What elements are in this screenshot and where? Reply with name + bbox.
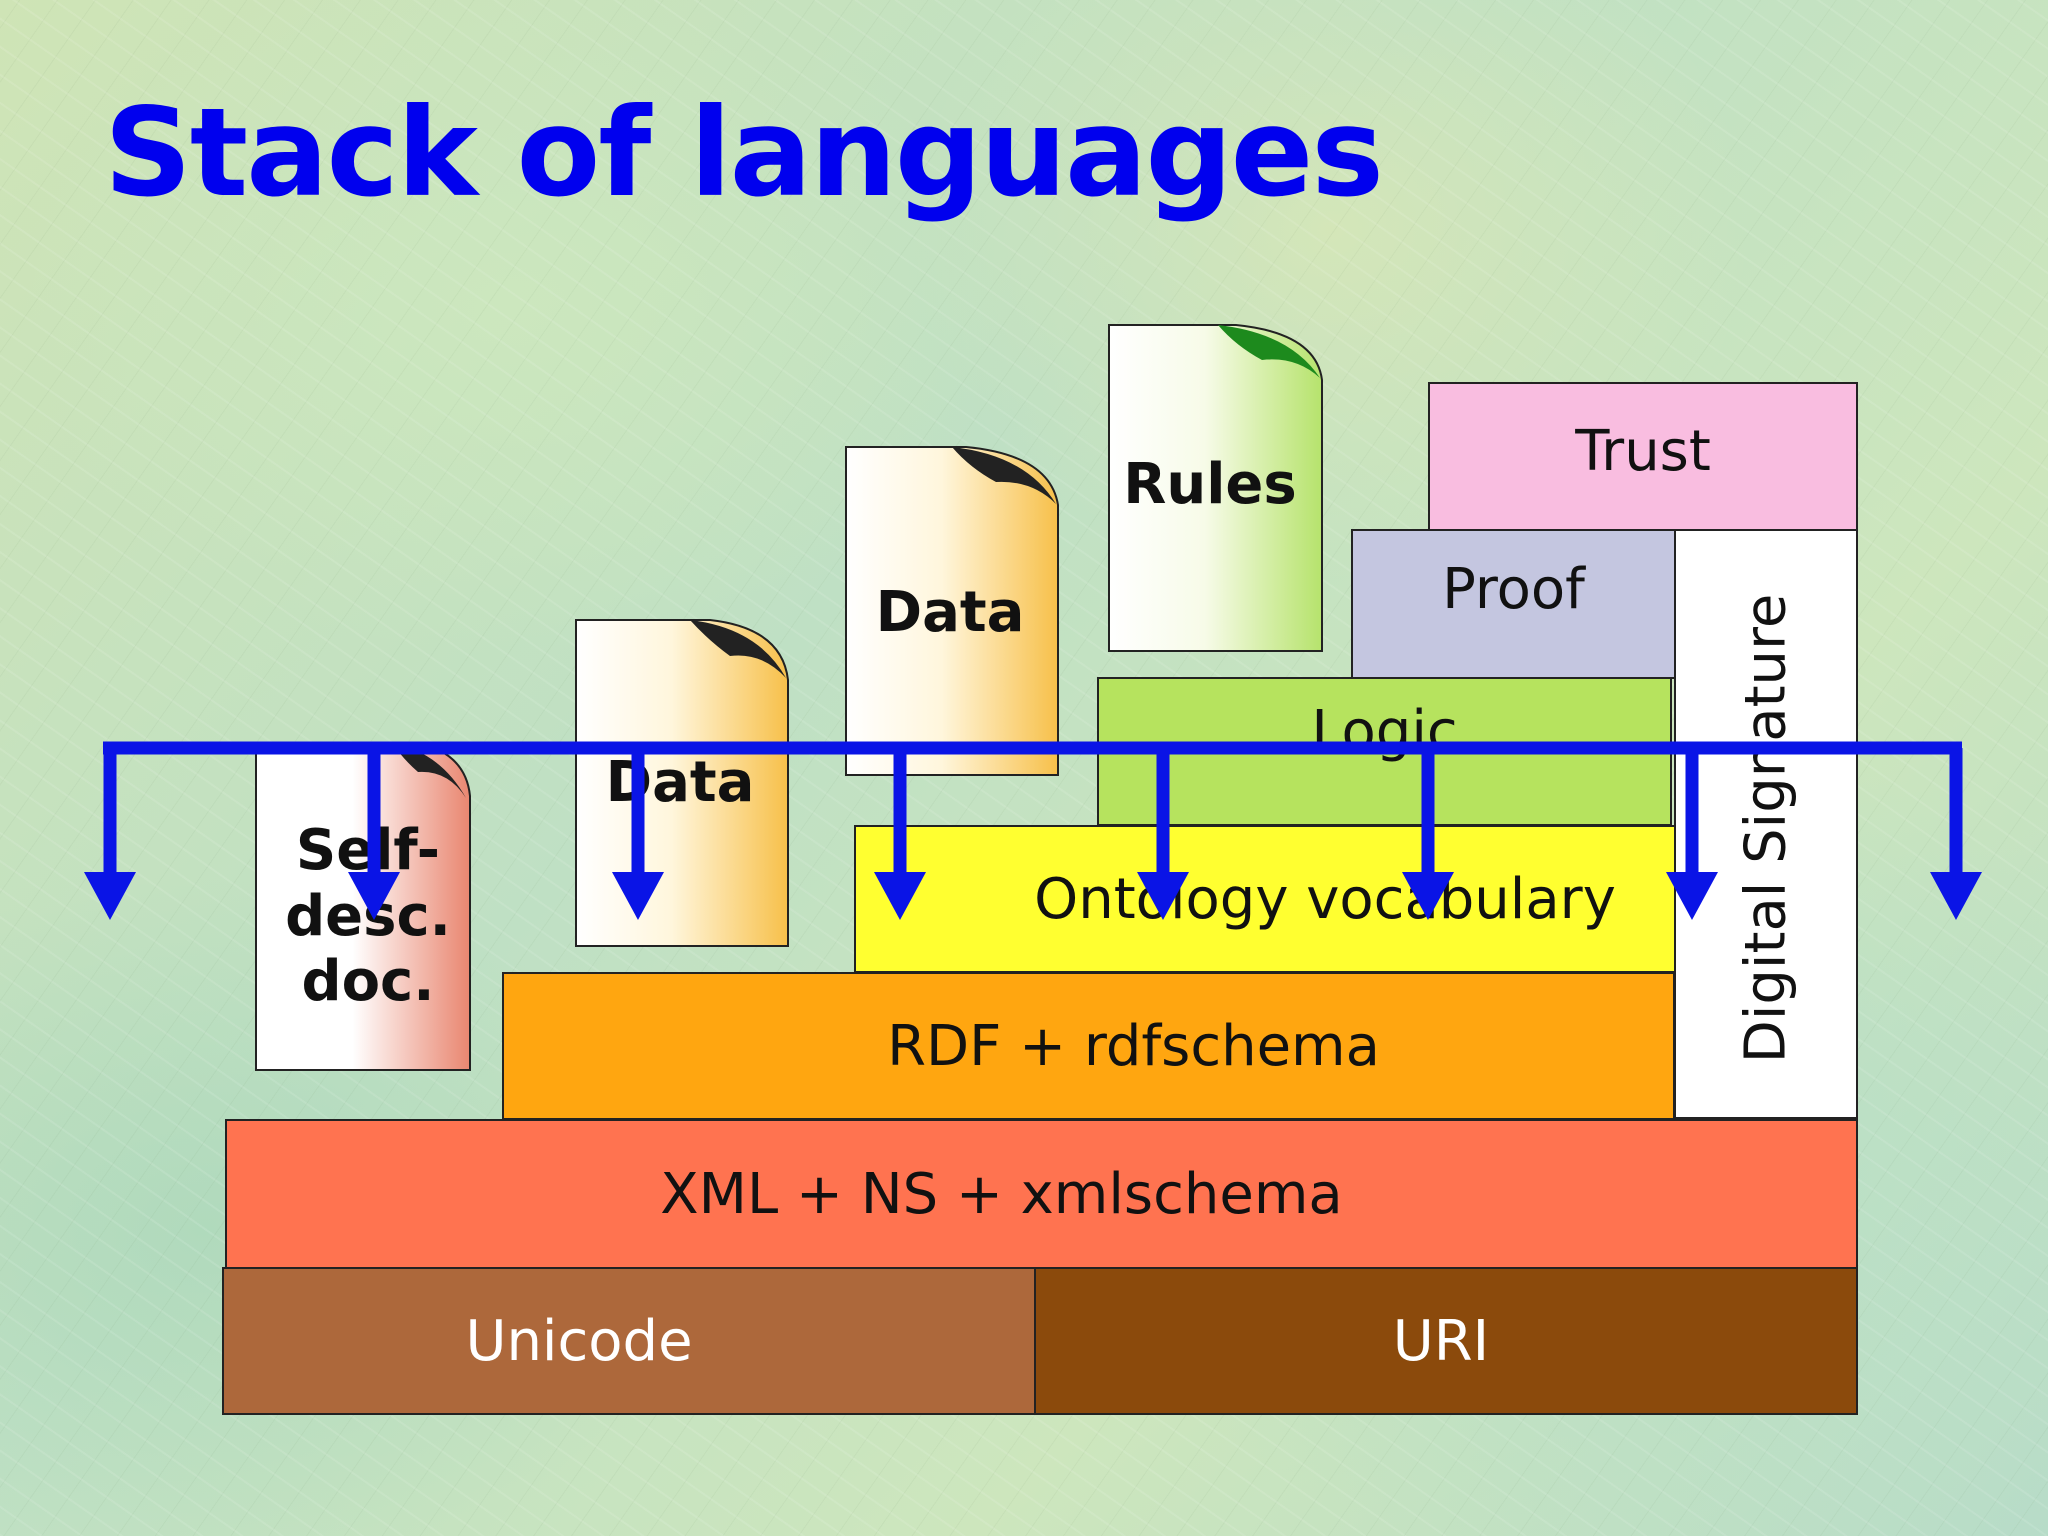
layer-proof-label: Proof	[1442, 556, 1585, 622]
layer-xml: XML + NS + xmlschema	[225, 1119, 1858, 1269]
layer-rdf: RDF + rdfschema	[502, 972, 1675, 1120]
rules-doc-icon	[1108, 324, 1323, 652]
data-doc-icon-left	[575, 619, 789, 947]
self-desc-doc-icon	[255, 742, 471, 1071]
down-arrow-7	[1666, 748, 1718, 920]
down-arrow-4	[874, 748, 926, 920]
layer-xml-label: XML + NS + xmlschema	[660, 1161, 1343, 1227]
layer-digital-signature	[1674, 529, 1858, 1119]
layer-unicode-label: Unicode	[465, 1308, 693, 1374]
layer-rdf-label: RDF + rdfschema	[887, 1013, 1380, 1079]
down-arrow-1	[84, 748, 136, 920]
data-doc-icon-right	[845, 446, 1059, 776]
slide-title: Stack of languages	[104, 82, 1384, 224]
down-arrow-3	[612, 748, 664, 920]
down-arrow-8	[1930, 748, 1982, 920]
data-doc-label-left: Data	[605, 750, 755, 815]
layer-proof: Proof	[1351, 529, 1676, 679]
down-arrow-5	[1137, 748, 1189, 920]
layer-trust-label: Trust	[1575, 419, 1711, 484]
layer-uri-label: URI	[1392, 1308, 1490, 1374]
down-arrow-2	[348, 748, 400, 920]
self-desc-line-3: doc.	[301, 949, 435, 1015]
down-arrow-6	[1402, 748, 1454, 920]
layer-unicode: Unicode	[222, 1267, 1036, 1415]
rules-doc-label: Rules	[1123, 452, 1297, 517]
layer-ontology-label: Ontology vocabulary	[1034, 866, 1616, 932]
data-doc-label-right: Data	[875, 580, 1025, 645]
layer-trust: Trust	[1428, 382, 1858, 531]
